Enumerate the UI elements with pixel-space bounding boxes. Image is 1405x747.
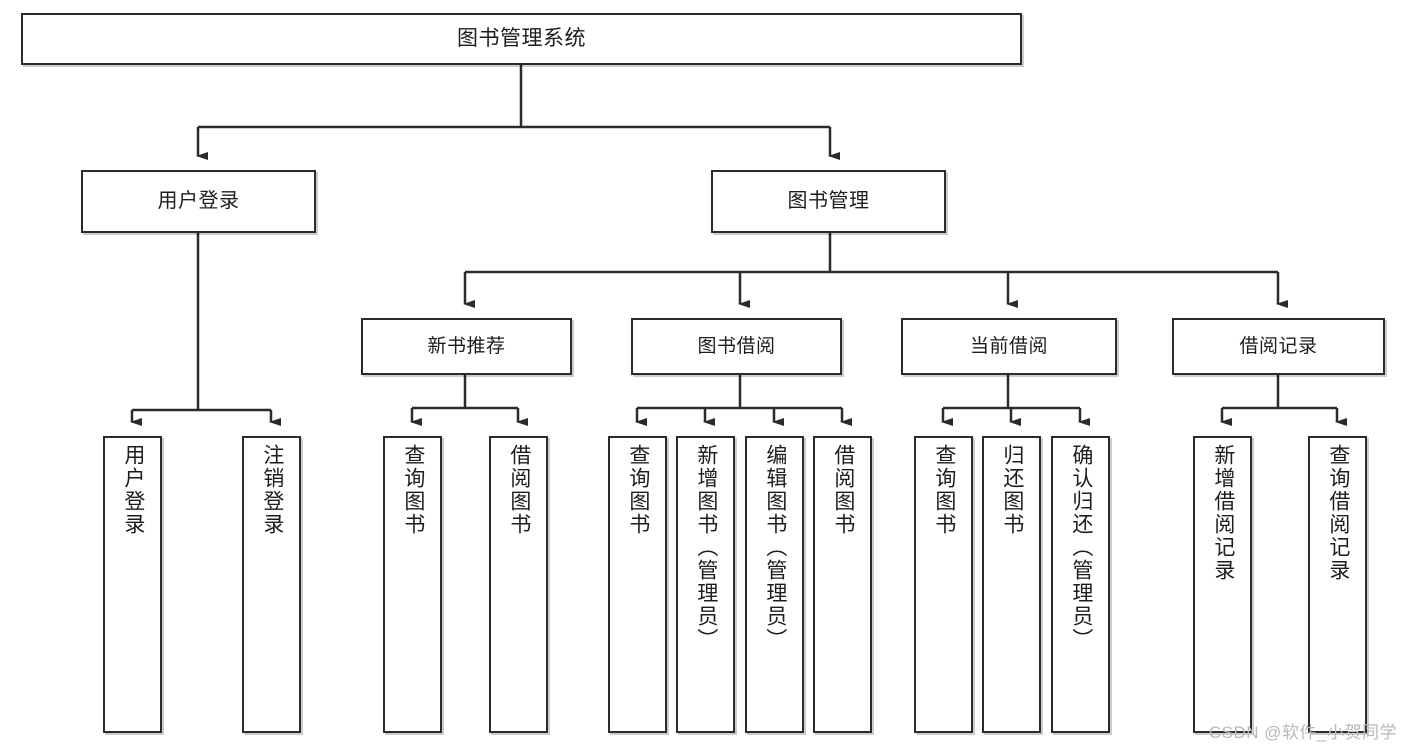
leaf-book-borrow-edit-book[interactable]: 编辑图书（管理员） [745,436,804,733]
node-borrow-record[interactable]: 借阅记录 [1172,318,1385,375]
csdn-watermark: CSDN @软件_小贺同学 [1208,723,1397,742]
leaf-user-login-user-login[interactable]: 用户登录 [103,436,162,733]
leaf-label: 借阅图书 [507,444,531,536]
node-current-borrow-label: 当前借阅 [969,335,1048,357]
leaf-borrow-record-add-record[interactable]: 新增借阅记录 [1193,436,1252,733]
node-book-manage-label: 图书管理 [787,190,870,212]
node-user-login-label: 用户登录 [157,190,240,212]
leaf-book-borrow-add-book[interactable]: 新增图书（管理员） [676,436,735,733]
leaf-label: 查询借阅记录 [1326,444,1350,582]
leaf-new-book-borrow-book[interactable]: 借阅图书 [489,436,548,733]
leaf-label: 查询图书 [932,444,956,536]
leaf-label: 注销登录 [260,444,284,536]
leaf-label: 借阅图书 [831,444,855,536]
node-book-borrow-label: 图书借阅 [697,335,776,357]
leaf-book-borrow-query-book[interactable]: 查询图书 [608,436,667,733]
leaf-label: 用户登录 [121,444,145,536]
node-new-book-recommend-label: 新书推荐 [427,335,506,357]
node-book-borrow[interactable]: 图书借阅 [631,318,842,375]
leaf-book-borrow-borrow-book[interactable]: 借阅图书 [813,436,872,733]
node-root[interactable]: 图书管理系统 [21,13,1022,65]
leaf-label: 归还图书 [1000,444,1024,536]
leaf-current-borrow-confirm-return[interactable]: 确认归还（管理员） [1051,436,1110,733]
node-root-label: 图书管理系统 [457,26,586,50]
node-book-manage[interactable]: 图书管理 [711,170,946,233]
leaf-label: 新增借阅记录 [1211,444,1235,582]
node-new-book-recommend[interactable]: 新书推荐 [361,318,572,375]
leaf-user-login-logout[interactable]: 注销登录 [242,436,301,733]
leaf-label: 确认归还（管理员） [1069,444,1093,651]
leaf-current-borrow-query-book[interactable]: 查询图书 [914,436,973,733]
leaf-new-book-query-book[interactable]: 查询图书 [383,436,442,733]
leaf-current-borrow-return-book[interactable]: 归还图书 [982,436,1041,733]
leaf-label: 新增图书（管理员） [694,444,718,651]
node-borrow-record-label: 借阅记录 [1239,335,1318,357]
node-user-login[interactable]: 用户登录 [81,170,316,233]
node-current-borrow[interactable]: 当前借阅 [901,318,1117,375]
leaf-label: 编辑图书（管理员） [763,444,787,651]
leaf-label: 查询图书 [401,444,425,536]
leaf-borrow-record-query-record[interactable]: 查询借阅记录 [1308,436,1367,733]
leaf-label: 查询图书 [626,444,650,536]
